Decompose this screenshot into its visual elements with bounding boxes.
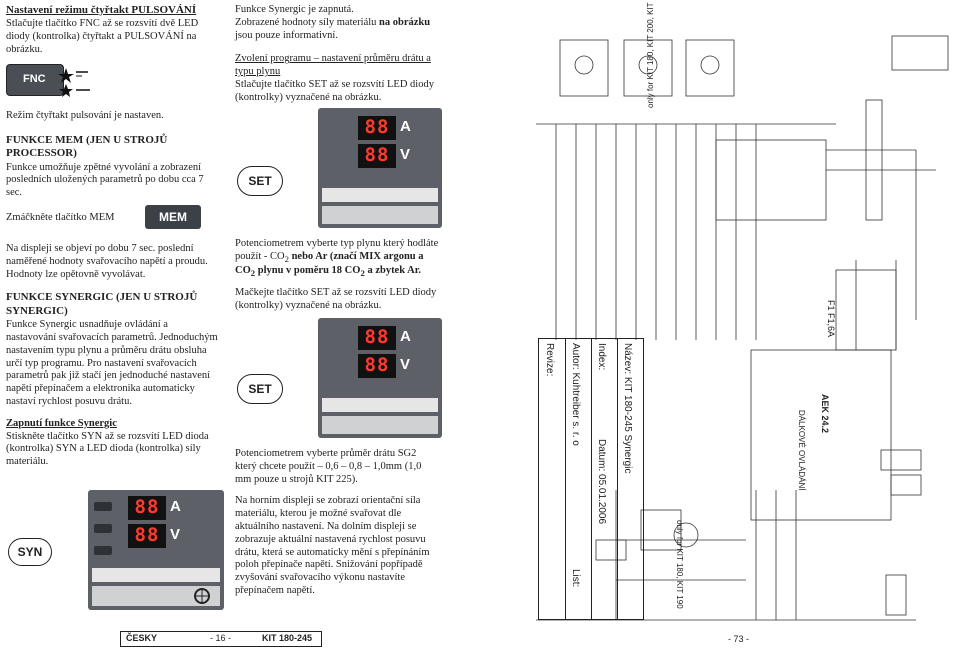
- section-title-pulse: Nastavení režimu čtyřtakt PULSOVÁNÍ: [6, 4, 197, 16]
- set-button-2-label: SET: [248, 381, 272, 396]
- footer-page-left: - 16 -: [210, 633, 232, 643]
- footer-lang: ČESKY: [126, 633, 158, 643]
- syn-on-1: Funkce Synergic je zapnutá.: [235, 4, 354, 15]
- middle-column-2: Potenciometrem vyberte typ plynu který h…: [235, 238, 440, 313]
- knob-icon: [194, 588, 210, 604]
- control-panel-image-1: 88 A 88 V: [88, 490, 224, 610]
- mem-press-row: Zmáčkněte tlačítko MEM: [6, 212, 206, 225]
- wiring-schematic: [536, 35, 949, 621]
- amp-unit-2: A: [400, 118, 411, 135]
- amp-unit: A: [170, 498, 181, 515]
- remote-label: DÁLKOVÉ OVLÁDÁNÍ: [797, 410, 806, 491]
- syn-mini-button: [94, 502, 112, 511]
- wire-text: Potenciometrem vyberte průměr drátu SG2 …: [235, 448, 422, 485]
- title-sheet: List:: [570, 569, 581, 588]
- amp-display-3: 88: [358, 326, 396, 350]
- mode-strip-3: [322, 398, 438, 412]
- set-button-1: SET: [237, 166, 283, 196]
- fnc-mini-button: [94, 524, 112, 533]
- volt-unit-3: V: [400, 356, 411, 373]
- fuse-label: F1 F1,6A: [826, 300, 836, 338]
- gas-text-a: Potenciometrem vyberte typ plynu který h…: [235, 238, 439, 262]
- gas-text-d: a zbytek Ar.: [364, 264, 422, 276]
- program-text: Stlačujte tlačítko SET až se rozsvítí LE…: [235, 78, 434, 103]
- board-label: AEK 24.2: [820, 394, 830, 434]
- mem-button-label: MEM: [159, 209, 187, 224]
- amp-unit-3: A: [400, 328, 411, 345]
- title-name: Název: KIT 180-245 Synergic: [622, 343, 633, 474]
- fnc-button-illustration: FNC: [6, 62, 96, 98]
- syn-title: FUNKCE SYNERGIC (JEN U STROJŮ SYNERGIC): [6, 291, 198, 317]
- mem-text: Funkce umožňuje zpětné vyvolání a zobraz…: [6, 161, 204, 199]
- syn-text: Funkce Synergic usnadňuje ovládání a nas…: [6, 319, 218, 407]
- volt-display-3: 88: [358, 354, 396, 378]
- syn-on-2a: Zobrazené hodnoty síly materiálu: [235, 16, 380, 28]
- title-date: Datum: 05.01.2006: [596, 439, 607, 525]
- mem-title: FUNKCE MEM (JEN U STROJŮ PROCESSOR): [6, 133, 168, 160]
- volt-display-2: 88: [358, 144, 396, 168]
- syn-on-2c: jsou pouze informativní.: [235, 29, 338, 41]
- footer-model: KIT 180-245: [262, 633, 313, 643]
- middle-column-3: Potenciometrem vyberte průměr drátu SG2 …: [235, 448, 440, 598]
- fnc-button-label: FNC: [23, 73, 46, 85]
- title-block: Název: KIT 180-245 Synergic Index: Datum…: [538, 338, 644, 620]
- knob-strip: [92, 586, 220, 606]
- amp-display: 88: [128, 496, 166, 520]
- mode-strip-2: [322, 188, 438, 202]
- volt-unit-2: V: [400, 146, 411, 163]
- volt-unit: V: [170, 526, 181, 543]
- display-text: Na horním displeji se zobrazí orientační…: [235, 495, 430, 596]
- set-button-2: SET: [237, 374, 283, 404]
- volt-display: 88: [128, 524, 166, 548]
- left-column: Nastavení režimu čtyřtakt PULSOVÁNÍ Stla…: [6, 4, 220, 57]
- control-panel-image-3: 88 A 88 V: [318, 318, 442, 438]
- footer-page-right: - 73 -: [728, 634, 750, 644]
- amp-display-2: 88: [358, 116, 396, 140]
- syn-on-text: Stiskněte tlačítko SYN až se rozsvítí LE…: [6, 430, 209, 468]
- middle-column: Funkce Synergic je zapnutá. Zobrazené ho…: [235, 4, 440, 105]
- set-again-text: Mačkejte tlačítko SET až se rozsvítí LED…: [235, 287, 437, 312]
- only-kit-label-1: only for KIT 180, KIT 200, KIT 215: [646, 0, 655, 108]
- mem-button: MEM: [145, 205, 201, 229]
- gas-text: Potenciometrem vyberte typ plynu který h…: [235, 238, 439, 278]
- only-kit-label-2: only for KIT 180, KIT 190: [675, 520, 684, 609]
- section-text-pulse: Stlačujte tlačítko FNC až se rozsvítí dv…: [6, 18, 199, 55]
- control-panel-image-2: 88 A 88 V: [318, 108, 442, 228]
- program-title: Zvolení programu – nastavení průměru drá…: [235, 53, 431, 78]
- left-column-2: Režim čtyřtakt pulsování je nastaven. FU…: [6, 110, 220, 200]
- fnc-button: FNC: [6, 64, 64, 96]
- pulse-done-text: Režim čtyřtakt pulsování je nastaven.: [6, 110, 164, 121]
- syn-button: SYN: [8, 538, 52, 566]
- gas-text-c: plynu v poměru 18 CO: [255, 264, 361, 276]
- syn-button-label: SYN: [17, 544, 43, 559]
- set-button-1-label: SET: [248, 173, 272, 188]
- mode-strip: [92, 568, 220, 582]
- led-indicator-icon: [58, 68, 90, 97]
- mem-press-text: Zmáčkněte tlačítko MEM: [6, 212, 115, 223]
- title-revision: Revize:: [544, 343, 555, 377]
- syn-on-title: Zapnutí funkce Synergic: [6, 417, 117, 429]
- title-author: Autor: Kuhtreiber s. r. o: [570, 343, 581, 446]
- gas-text-b: nebo Ar (značí MIX argonu a CO: [235, 250, 424, 276]
- syn-on-2b: na obrázku: [379, 16, 431, 28]
- knob-strip-2: [322, 206, 438, 224]
- title-index: Index:: [596, 343, 607, 371]
- syn-on-2: Zobrazené hodnoty síly materiálu na obrá…: [235, 17, 440, 43]
- mem-after-text: Na displeji se objeví po dobu 7 sec. pos…: [6, 243, 208, 280]
- left-column-3: Na displeji se objeví po dobu 7 sec. pos…: [6, 243, 220, 469]
- knob-strip-3: [322, 416, 438, 434]
- footer-bar: [120, 631, 322, 647]
- set-mini-button: [94, 546, 112, 555]
